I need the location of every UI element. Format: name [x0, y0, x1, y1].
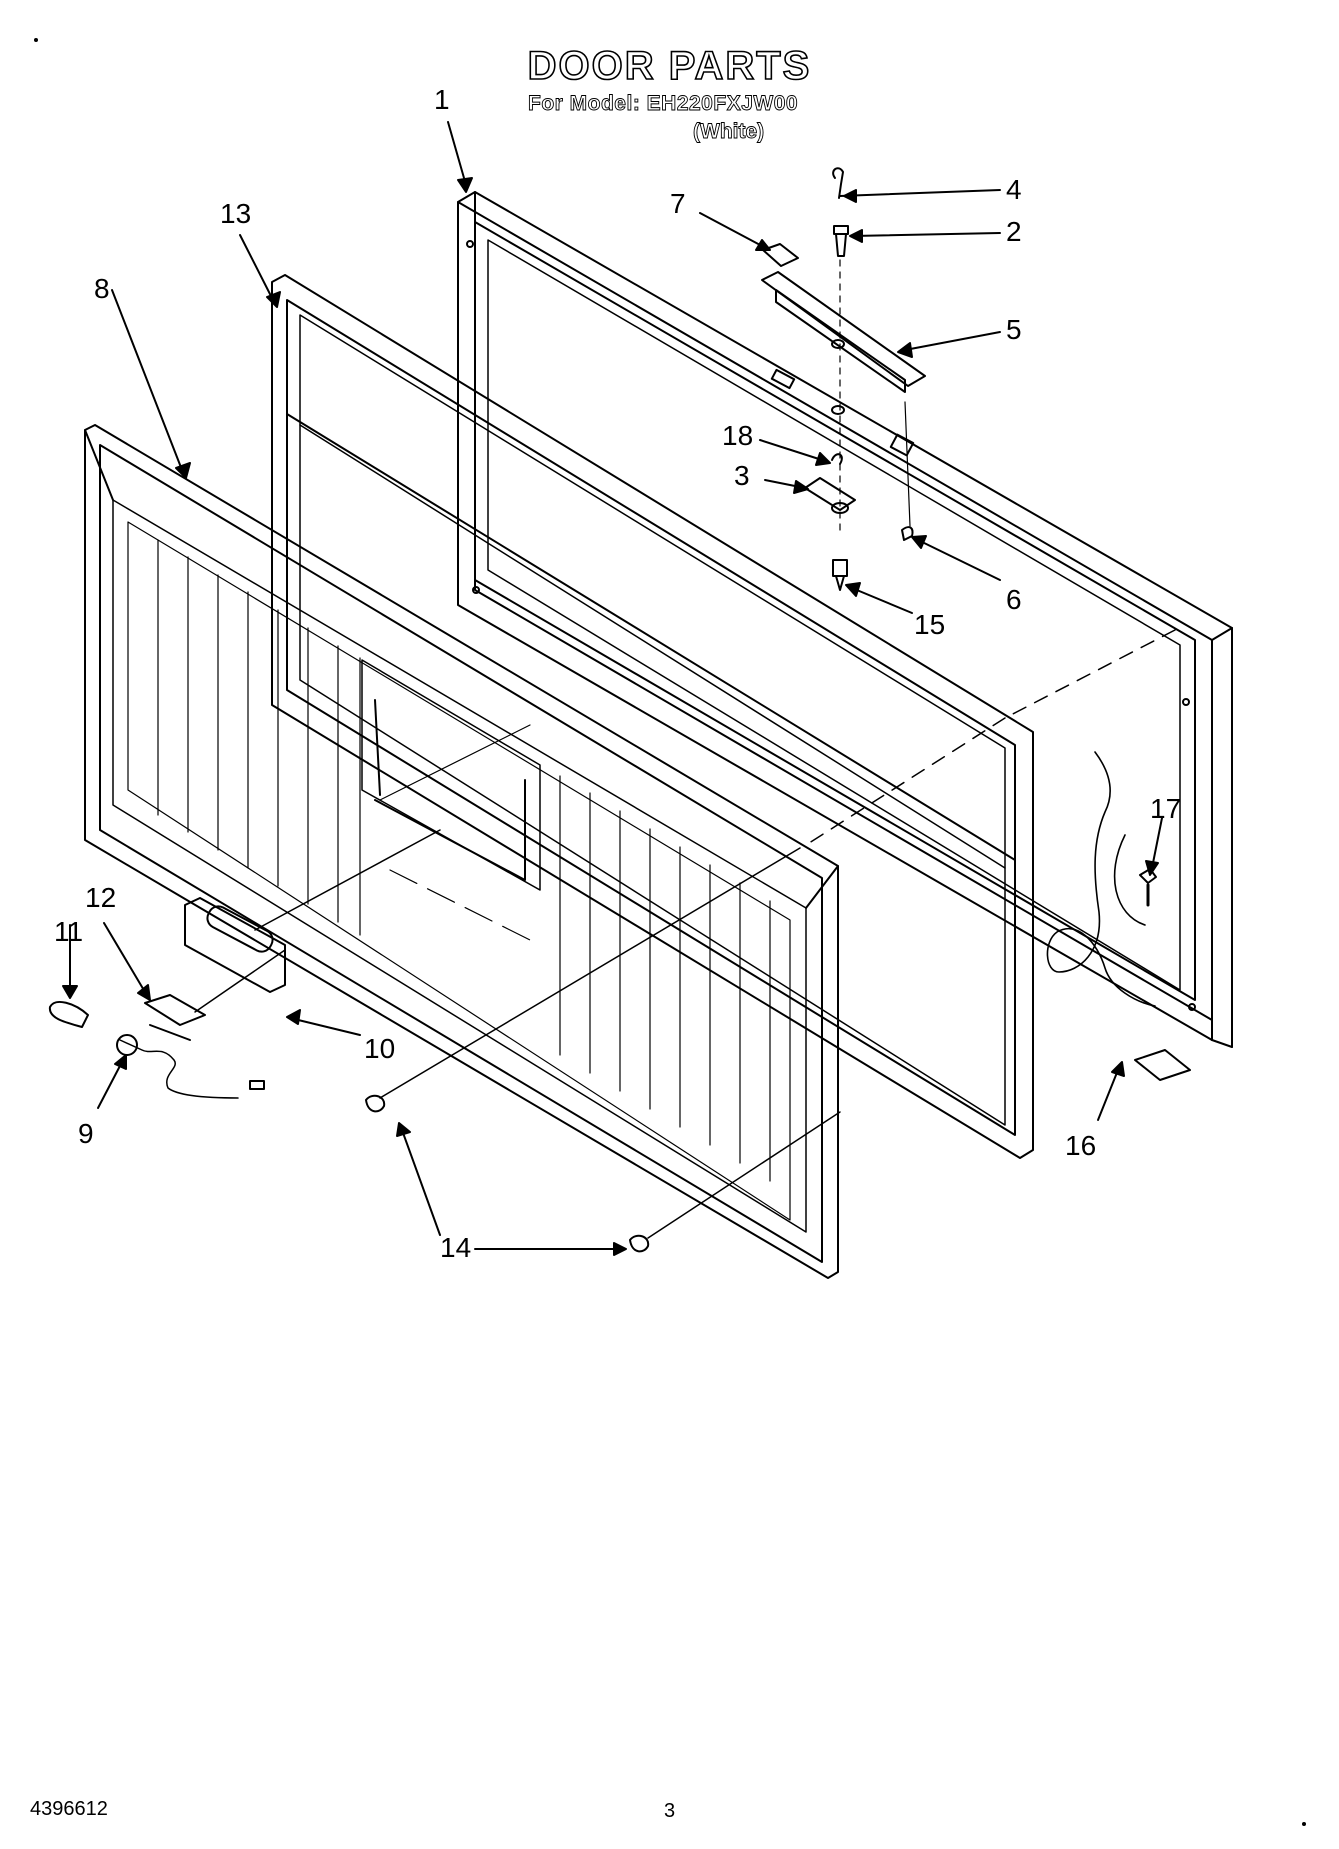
callout-16: 16 — [1065, 1130, 1097, 1161]
leader-lines — [62, 121, 1163, 1256]
callout-3: 3 — [734, 460, 750, 491]
light-bulb-part-11 — [48, 1000, 89, 1028]
hinge-bushing-part-2 — [833, 225, 849, 235]
callout-1: 1 — [434, 84, 450, 115]
screw-part-15 — [832, 559, 848, 577]
hinge-plate-part-3 — [804, 477, 856, 511]
callout-7: 7 — [670, 188, 686, 219]
inner-door-liner-part-8 — [84, 424, 839, 1279]
spring-clip-part-18 — [831, 453, 843, 465]
door-gasket-part-13 — [271, 274, 1034, 1159]
callout-4: 4 — [1006, 174, 1022, 205]
callout-11: 11 — [54, 916, 84, 947]
callout-2: 2 — [1006, 216, 1022, 247]
callout-17: 17 — [1150, 793, 1182, 824]
label-part-7 — [762, 243, 799, 267]
callout-10: 10 — [364, 1033, 396, 1064]
light-assembly — [48, 897, 286, 1099]
hinge-bracket-part-5 — [761, 271, 926, 387]
callout-9: 9 — [78, 1118, 94, 1149]
socket-part-9 — [116, 1034, 138, 1056]
shield-part-12 — [144, 994, 206, 1026]
wiring-harness-part-16 — [1046, 751, 1191, 1081]
outer-door-frame-part-1 — [457, 191, 1233, 1048]
callout-6: 6 — [1006, 584, 1022, 615]
callout-13: 13 — [220, 198, 252, 229]
callout-8: 8 — [94, 273, 110, 304]
hinge-hardware — [761, 167, 926, 591]
corner-mark-top-left — [34, 38, 38, 42]
light-housing-part-10 — [184, 897, 286, 993]
screw-part-17 — [1139, 868, 1157, 907]
callout-12: 12 — [85, 882, 117, 913]
callout-5: 5 — [1006, 314, 1022, 345]
hinge-pin-part-4 — [832, 167, 844, 199]
callout-15: 15 — [914, 609, 946, 640]
callout-14: 14 — [440, 1232, 472, 1263]
corner-mark-bottom-right — [1302, 1822, 1306, 1826]
callout-18: 18 — [722, 420, 754, 451]
document-number: 4396612 — [30, 1798, 108, 1820]
page-number: 3 — [664, 1800, 676, 1822]
page-title: DOOR PARTS — [527, 43, 812, 89]
shim-part-6 — [901, 526, 914, 541]
screws-part-14 — [365, 1094, 650, 1253]
color-line: (White) — [693, 120, 765, 144]
model-line: For Model: EH220FXJW00 — [528, 92, 799, 116]
